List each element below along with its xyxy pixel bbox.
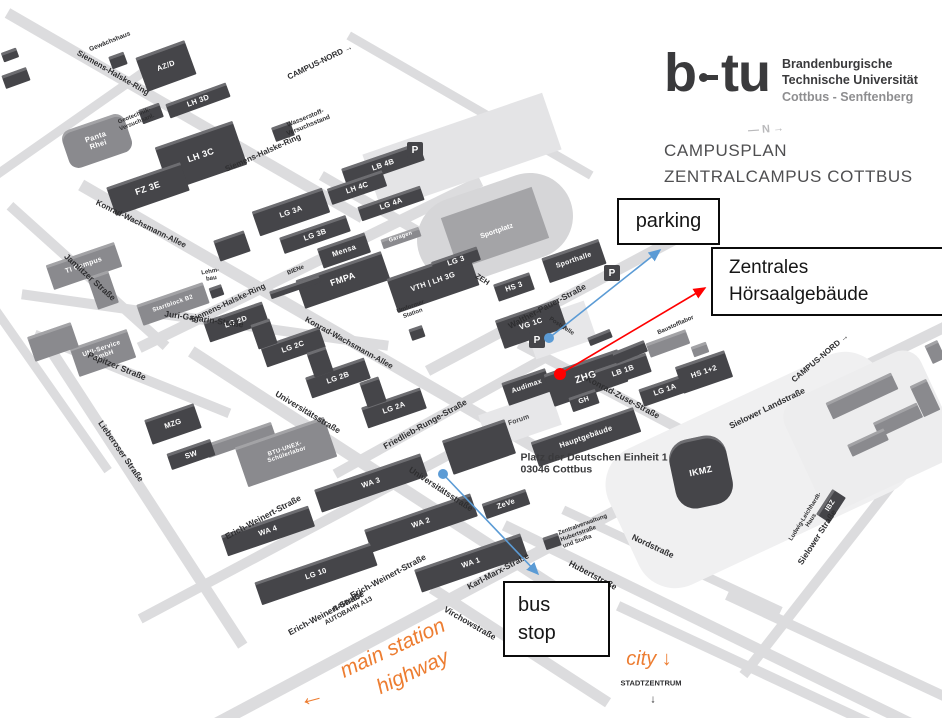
building xyxy=(924,339,942,365)
building-btu-unex-sch-lerlabor: BTU-UNEX- Schülerlabor xyxy=(234,416,338,488)
map-title-line2: ZENTRALCAMPUS COTTBUS xyxy=(664,166,913,186)
building-hs-1-2: HS 1+2 xyxy=(674,350,734,394)
parking-callout-label: parking xyxy=(635,210,702,233)
zentrales-hoersaalgebaeude-callout: Zentrales Hörsaalgebäude xyxy=(711,247,942,316)
parking-icon: P xyxy=(529,332,545,348)
building-label: Hauptgebäude xyxy=(558,423,614,450)
map-title-line1: CAMPUSPLAN xyxy=(664,141,788,160)
building-label: MZG xyxy=(163,416,183,431)
building-label: LG 2A xyxy=(381,399,407,416)
location-dot-blue xyxy=(544,333,554,343)
building-label: ZeVe xyxy=(495,496,517,511)
org-name-line3: Cottbus - Senftenberg xyxy=(781,89,914,104)
parking-callout: parking xyxy=(617,198,720,245)
parking-icon: P xyxy=(604,265,620,281)
building-label: LG 2C xyxy=(280,338,306,355)
org-name-line2: Technische Universität xyxy=(781,73,918,88)
bus-callout-line2: stop xyxy=(518,622,556,644)
building-label: WA 2 xyxy=(410,515,432,530)
building-label: HS 1+2 xyxy=(689,362,719,381)
building-label: BTU-UNEX- Schülerlabor xyxy=(266,440,307,465)
building-label: Audimax xyxy=(510,378,544,396)
building-label: LG 3A xyxy=(278,203,304,220)
building-label: LG 1A xyxy=(652,381,678,398)
map-label-stadtzentrum: STADTZENTRUM xyxy=(620,678,682,688)
zhg-callout-line1: Zentrales xyxy=(729,256,809,278)
map-label-platz-der-deutschen-einheit-1: Platz der Deutschen Einheit 1 03046 Cott… xyxy=(520,451,668,476)
building-label: SW xyxy=(183,447,199,460)
zhg-callout-line2: Hörsaalgebäude xyxy=(729,283,869,305)
building xyxy=(0,47,20,63)
org-name-line1: Brandenburgische xyxy=(781,57,893,71)
btu-logo-text: Brandenburgische Technische Universität … xyxy=(782,56,918,105)
location-dot-red xyxy=(554,368,566,380)
btu-logo-mark: b tu xyxy=(664,43,771,103)
bus-stop-callout: bus stop xyxy=(503,581,610,657)
building-label: Sporthalle xyxy=(555,251,593,271)
btu-logo: b tu Brandenburgische Technische Univers… xyxy=(664,46,918,105)
btu-logo-dot xyxy=(699,73,708,82)
building-label: LG 4A xyxy=(378,194,404,211)
building-mzg: MZG xyxy=(144,403,202,445)
building-az-d: AZ/D xyxy=(135,40,197,92)
building-label: WA 4 xyxy=(257,523,279,538)
orange-note: city ↓ xyxy=(626,648,672,671)
parking-icon: P xyxy=(407,142,423,158)
building-label: LG 10 xyxy=(303,565,328,582)
map-title: CAMPUSPLAN ZENTRALCAMPUS COTTBUS xyxy=(664,138,913,189)
building-label: AZ/D xyxy=(155,58,177,74)
building-label: WA 1 xyxy=(460,555,482,570)
building-label: LH 4C xyxy=(344,178,370,195)
building-label: FMPA xyxy=(328,270,357,289)
btu-logo-bar xyxy=(707,75,718,80)
bus-callout-line1: bus xyxy=(518,593,551,616)
building-label: LG 3B xyxy=(302,225,328,242)
road-segment xyxy=(0,287,112,473)
building xyxy=(690,341,710,357)
map-label-: ↓ xyxy=(650,693,656,706)
location-dot-blue xyxy=(438,469,448,479)
building xyxy=(408,325,426,341)
building-sw: SW xyxy=(166,438,216,470)
building-label: LG 2B xyxy=(325,369,351,386)
building-label: FZ 3E xyxy=(133,179,162,198)
building-label: LB 4B xyxy=(370,155,396,172)
building-label: WA 3 xyxy=(360,475,382,490)
